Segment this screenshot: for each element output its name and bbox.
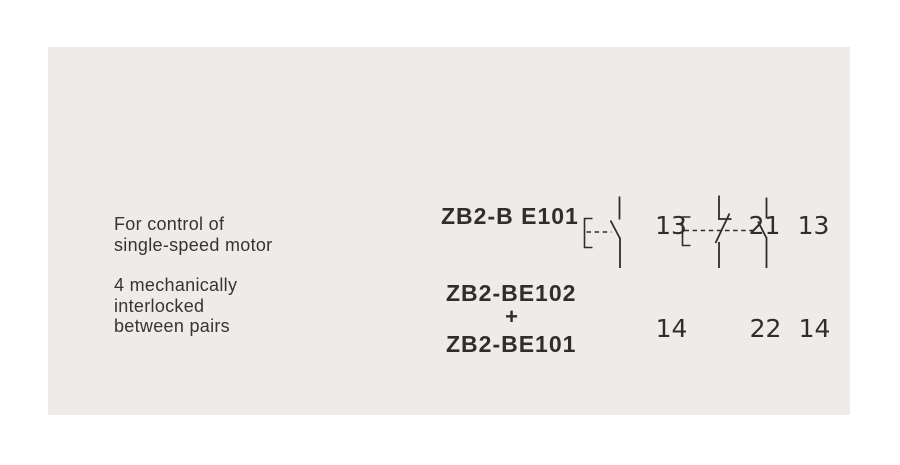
terminal-13-double: 13 xyxy=(797,211,830,240)
nc-contact-blade xyxy=(714,213,731,244)
product-label-combo-part1: ZB2-BE102 xyxy=(446,280,577,306)
no-contact-diagram-single xyxy=(583,196,621,268)
description-line: interlocked xyxy=(114,295,205,316)
actuator-bracket-icon xyxy=(583,217,593,249)
no-contact-blade xyxy=(609,220,621,239)
description-paragraph-1: For control of single-speed motor xyxy=(114,214,272,255)
terminal-14-double: 14 xyxy=(798,314,831,343)
description-paragraph-2: 4 mechanically interlocked between pairs xyxy=(114,275,272,337)
terminal-13-single: 13 xyxy=(655,211,687,240)
description-line: single-speed motor xyxy=(114,234,273,255)
description-line: between pairs xyxy=(114,316,230,336)
spec-card: For control of single-speed motor 4 mech… xyxy=(48,47,850,415)
actuator-bracket-icon xyxy=(681,216,691,247)
no-contact-blade xyxy=(757,221,768,239)
product-label-single: ZB2-B E101 xyxy=(441,203,579,229)
description-line: 4 mechanically xyxy=(114,275,238,295)
product-label-combo-part2: ZB2-BE101 xyxy=(446,331,577,357)
description-line: For control of xyxy=(114,214,225,234)
description-text: For control of single-speed motor 4 mech… xyxy=(114,214,272,337)
terminal-22-double: 22 xyxy=(749,314,782,343)
terminal-14-single: 14 xyxy=(655,314,688,343)
plus-sign: + xyxy=(505,304,519,329)
nc-no-contact-diagram-double xyxy=(681,195,768,268)
